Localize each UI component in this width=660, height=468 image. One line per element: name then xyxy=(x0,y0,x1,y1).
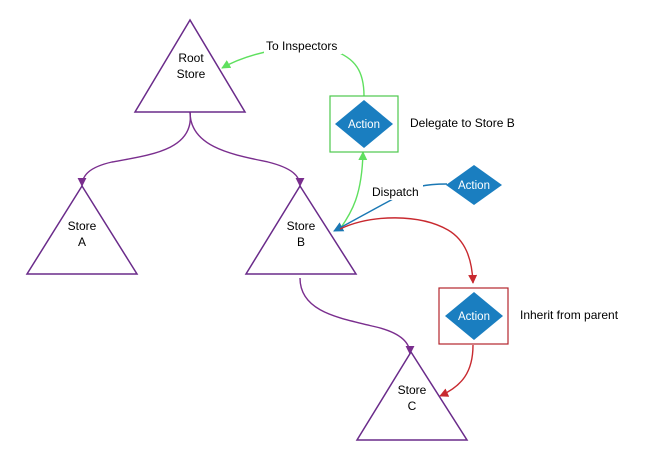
store-b-label-line2: B xyxy=(297,235,305,249)
edge-inherit-to-store-c xyxy=(439,344,474,397)
action-inherit: Action xyxy=(438,287,509,345)
dispatch-label-bg xyxy=(369,184,423,200)
store-a-label-line2: A xyxy=(78,235,86,249)
edge-root-to-store-b xyxy=(189,111,305,187)
action-dispatch: Action xyxy=(446,165,502,205)
to-inspectors-label: To Inspectors xyxy=(266,39,337,53)
store-root-label-line2: Store xyxy=(177,67,206,81)
store-a-label-line1: Store xyxy=(68,219,97,233)
edge-root-to-store-a xyxy=(77,111,191,187)
inherit-label: Inherit from parent xyxy=(520,308,619,322)
store-c-label-line1: Store xyxy=(398,383,427,397)
action-dispatch-label: Action xyxy=(458,180,490,192)
dispatch-label: Dispatch xyxy=(372,185,419,199)
store-c: Store C xyxy=(355,350,469,441)
edge-store-b-to-store-c xyxy=(299,277,415,355)
edge-delegate-to-root xyxy=(221,46,365,97)
action-delegate: Action xyxy=(329,95,399,153)
action-delegate-label: Action xyxy=(348,119,380,131)
store-root-label-line1: Root xyxy=(178,51,204,65)
store-a: Store A xyxy=(25,184,139,275)
store-b: Store B xyxy=(244,184,358,275)
delegate-label: Delegate to Store B xyxy=(410,116,515,130)
store-b-label-line1: Store xyxy=(287,219,316,233)
store-c-label-line2: C xyxy=(408,399,417,413)
edge-store-b-to-inherit xyxy=(339,217,478,284)
to-inspectors-label-bg xyxy=(264,38,342,54)
action-inherit-label: Action xyxy=(458,311,490,323)
store-root: Root Store xyxy=(133,18,247,113)
